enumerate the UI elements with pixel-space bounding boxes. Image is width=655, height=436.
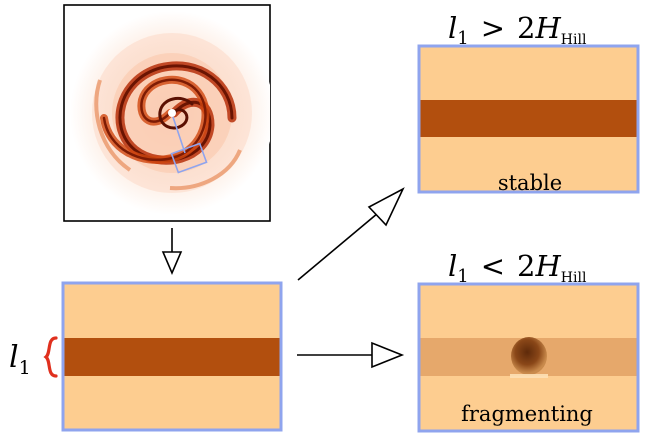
stable-panel: stable bbox=[417, 44, 640, 195]
arrow-right bbox=[297, 341, 405, 369]
arrow-down bbox=[161, 228, 183, 276]
zoom-box bbox=[170, 142, 208, 174]
zoom-line bbox=[172, 116, 186, 154]
zoomed-panel-border bbox=[61, 281, 283, 432]
stable-label: stable bbox=[498, 171, 562, 195]
disk-image bbox=[70, 11, 270, 215]
bracket-icon bbox=[43, 336, 58, 378]
disk-simulation-panel bbox=[63, 4, 271, 222]
l1-label: l1 bbox=[9, 340, 31, 379]
fragmenting-panel: fragmenting bbox=[417, 282, 640, 433]
stable-condition: l1>2HHill bbox=[448, 11, 587, 49]
arrow-up-right bbox=[297, 187, 405, 281]
stable-dark-band bbox=[419, 100, 638, 137]
fragment-clump bbox=[511, 337, 547, 375]
fragmenting-label: fragmenting bbox=[461, 402, 593, 426]
zoomed-band-panel bbox=[61, 281, 283, 432]
zoomed-dark-band bbox=[63, 338, 281, 376]
fragmenting-condition: l1<2HHill bbox=[448, 249, 587, 287]
